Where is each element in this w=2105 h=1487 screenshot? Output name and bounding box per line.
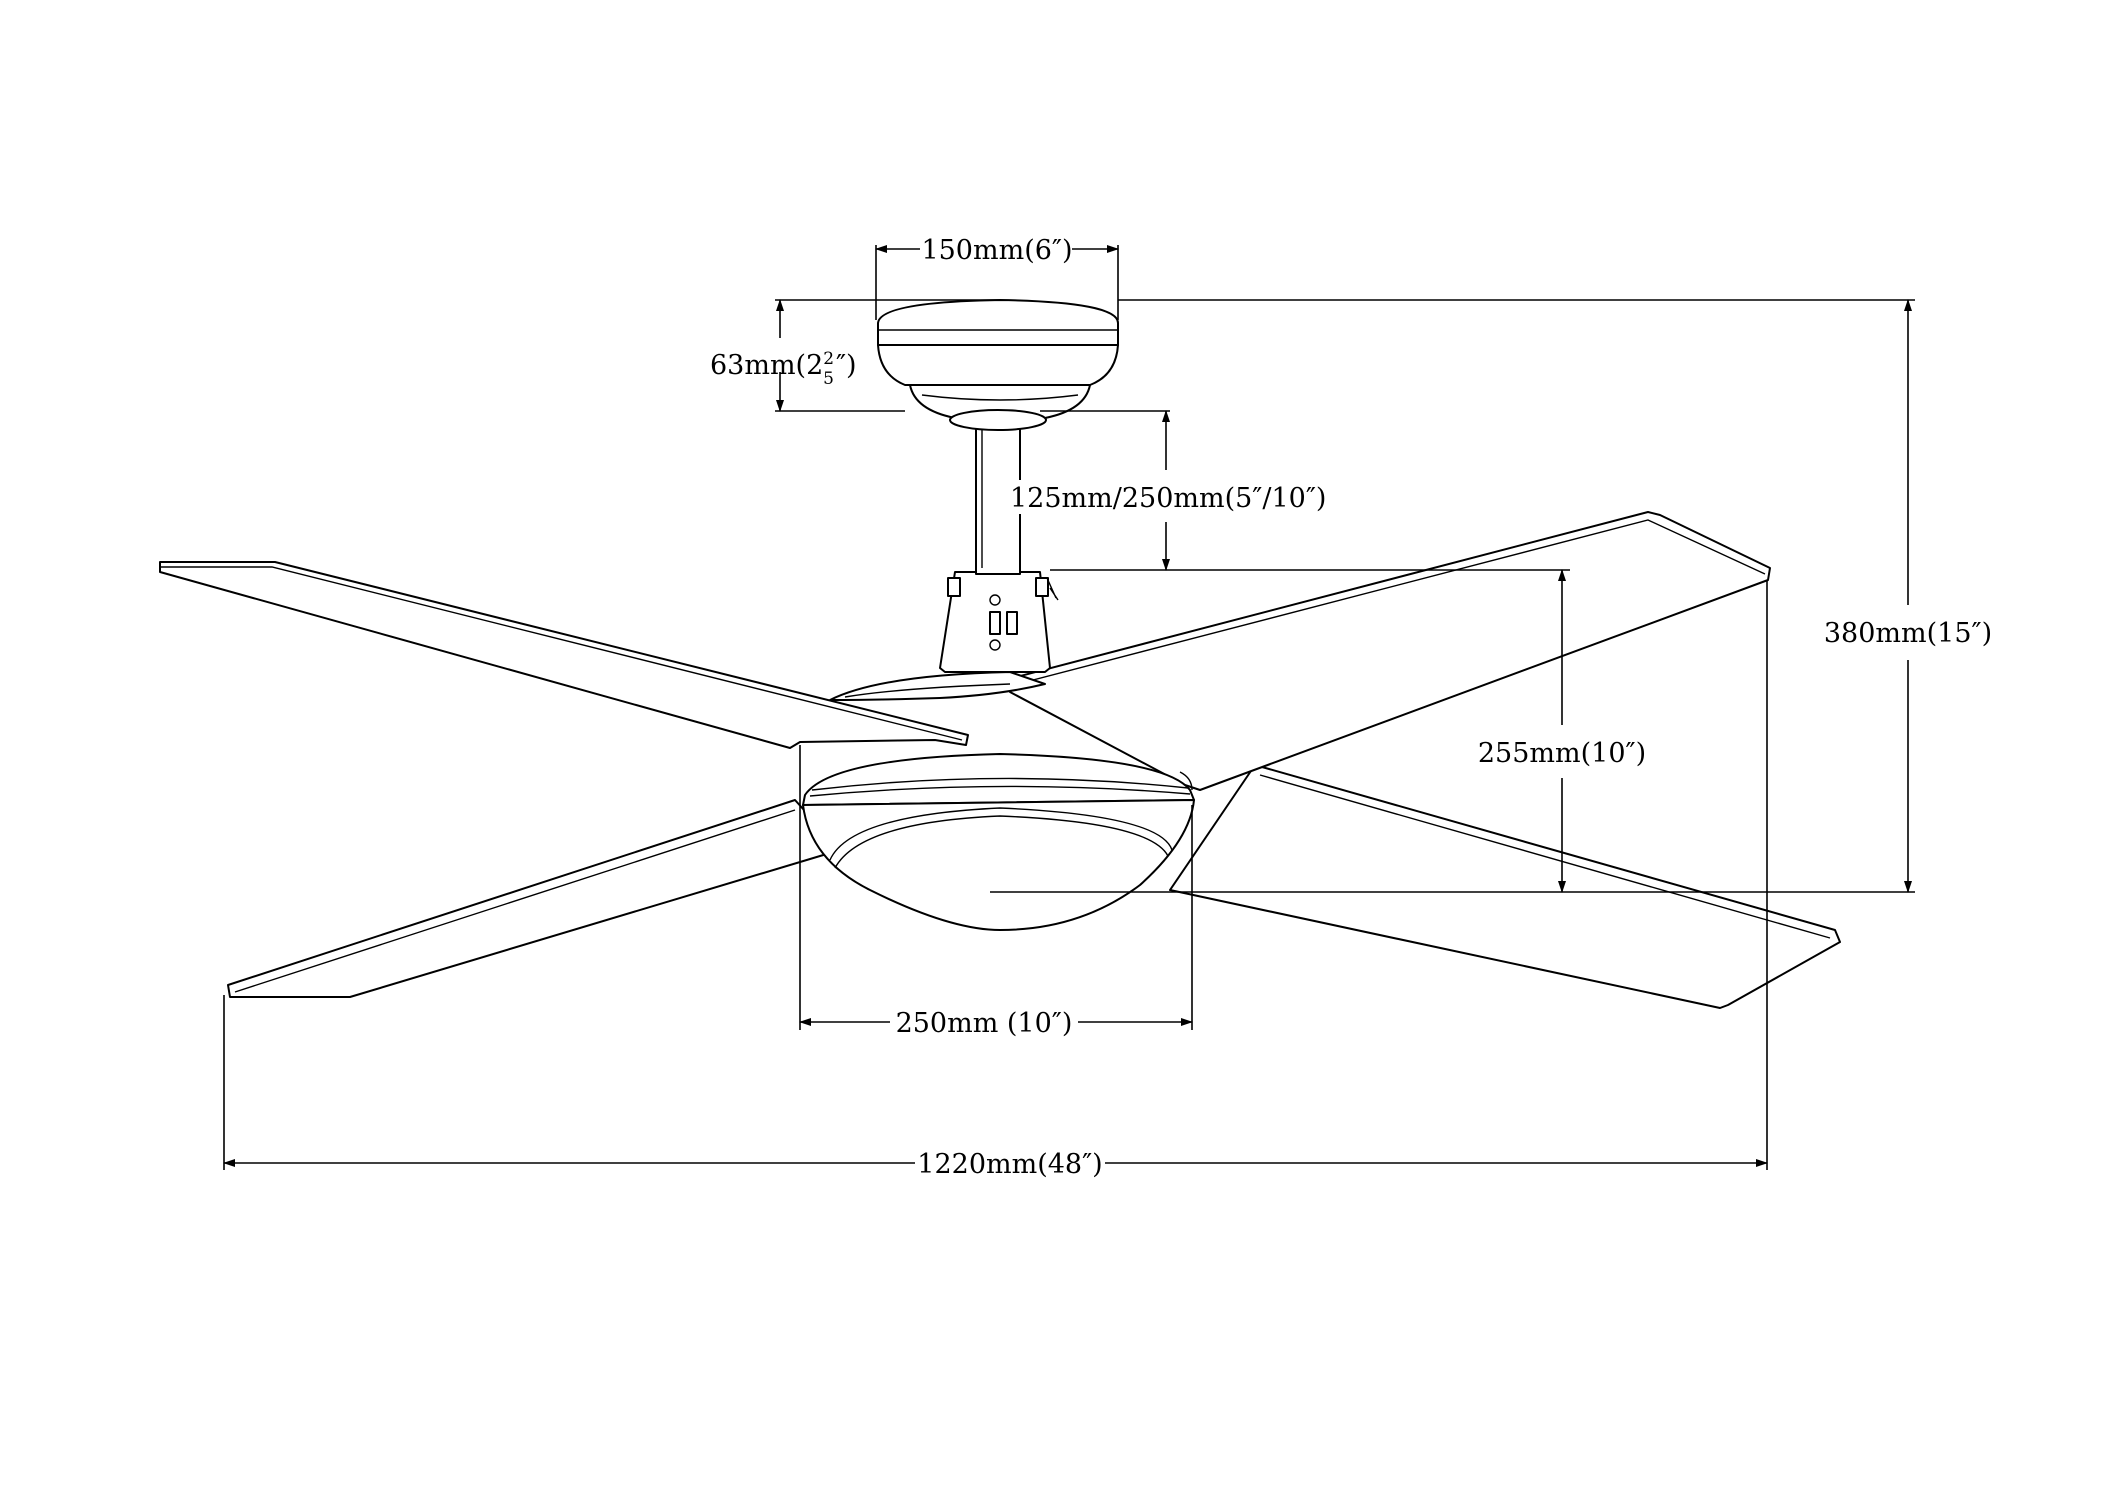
dim-light-width: 250mm (10″) xyxy=(799,745,1193,1039)
dim-motor-light: 255mm(10″) xyxy=(1475,569,1651,893)
dim-motor-light-label: 255mm(10″) xyxy=(1478,738,1646,769)
blade-front-left xyxy=(159,561,969,749)
blade-front-right xyxy=(1004,511,1771,791)
dim-downrod-label: 125mm/250mm(5″/10″) xyxy=(1010,483,1326,514)
canopy xyxy=(877,299,1119,431)
dim-downrod: 125mm/250mm(5″/10″) xyxy=(1010,410,1570,571)
dim-blade-span: 1220mm(48″) xyxy=(223,580,1768,1180)
blade-back-right xyxy=(1169,764,1841,1009)
dim-total-height: 380mm(15″) xyxy=(990,299,1998,893)
motor-housing xyxy=(829,571,1059,701)
dim-total-height-label: 380mm(15″) xyxy=(1824,618,1992,649)
light-kit xyxy=(802,753,1195,931)
blade-back-left xyxy=(227,799,841,998)
dim-blade-span-label: 1220mm(48″) xyxy=(917,1149,1102,1180)
dim-canopy-width: 150mm(6″) xyxy=(875,235,1119,320)
dim-canopy-width-label: 150mm(6″) xyxy=(921,235,1072,266)
dim-light-width-label: 250mm (10″) xyxy=(896,1008,1073,1039)
